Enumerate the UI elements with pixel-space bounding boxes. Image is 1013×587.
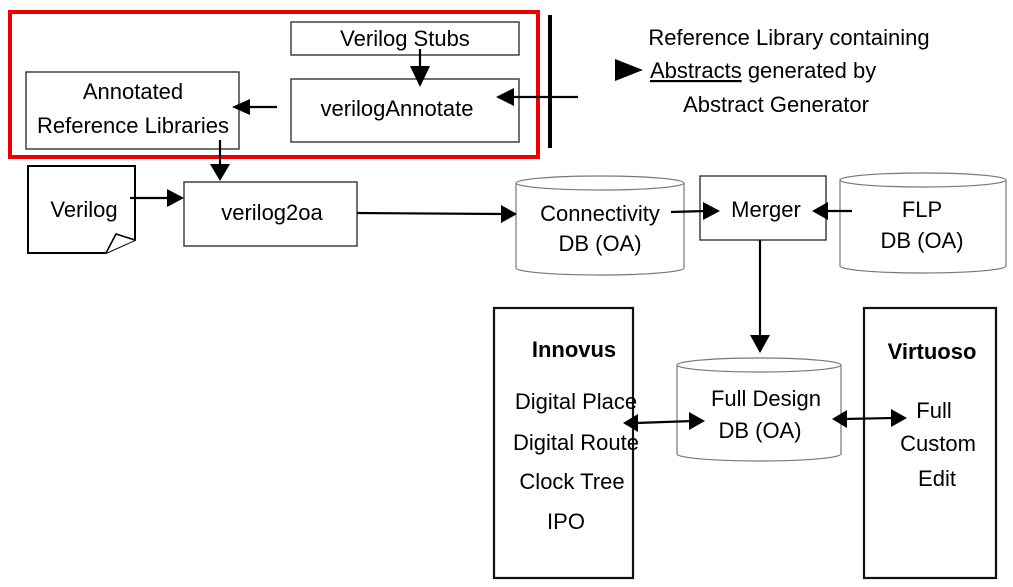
edge-ref-libs-to-verilog2oa — [210, 140, 230, 181]
full-design-db-label-2: DB (OA) — [718, 418, 801, 443]
arrowhead-down — [410, 66, 430, 87]
flp-db-label-2: DB (OA) — [880, 228, 963, 253]
edge-stubs-to-annotate — [410, 49, 430, 87]
highlight-frame — [8, 10, 540, 159]
verilog-stubs-label: Verilog Stubs — [340, 26, 470, 51]
connectivity-db-label-2: DB (OA) — [558, 231, 641, 256]
arrowhead-right — [703, 202, 720, 220]
innovus-node[interactable]: Innovus Digital Place Digital Route Cloc… — [492, 306, 639, 580]
arrowhead-down — [750, 335, 770, 353]
flp-db-node[interactable]: FLP DB (OA) — [839, 172, 1007, 274]
verilog2oa-label: verilog2oa — [221, 200, 323, 225]
annotated-ref-libs-label-2: Reference Libraries — [37, 113, 229, 138]
verilog-label: Verilog — [50, 197, 117, 222]
arrowhead-left — [496, 88, 514, 106]
innovus-item-ipo: IPO — [547, 509, 585, 534]
edge-merger-to-full-design — [750, 240, 770, 353]
reference-note-line2-rest: generated by — [742, 58, 877, 83]
innovus-item-clock-tree: Clock Tree — [519, 469, 624, 494]
verilog-annotate-node[interactable]: verilogAnnotate — [290, 78, 520, 143]
virtuoso-title: Virtuoso — [888, 339, 977, 364]
verilog-stubs-node[interactable]: Verilog Stubs — [290, 21, 520, 56]
edge-verilog2oa-to-connectivity — [356, 205, 517, 223]
arrowhead-right — [689, 412, 705, 430]
innovus-title: Innovus — [532, 337, 616, 362]
innovus-item-digital-place: Digital Place — [515, 389, 637, 414]
connectivity-db-node[interactable]: Connectivity DB (OA) — [515, 175, 685, 276]
edge-verilog-to-verilog2oa — [130, 189, 184, 207]
arrowhead-left — [623, 414, 638, 432]
innovus-item-digital-route: Digital Route — [513, 430, 639, 455]
edge-connectivity-to-merger — [670, 202, 720, 220]
connectivity-db-label-1: Connectivity — [540, 201, 660, 226]
edge-flp-to-merger — [812, 202, 852, 220]
virtuoso-item-full: Full — [916, 398, 951, 423]
edge-innovus-full-design — [623, 412, 705, 432]
edge-annotate-to-ref-libs — [232, 99, 277, 115]
full-design-db-label-1: Full Design — [711, 386, 821, 411]
edge-bus-to-annotate — [496, 88, 578, 106]
annotated-ref-libs-node[interactable]: Annotated Reference Libraries — [25, 71, 240, 150]
abstracts-term: Abstracts — [650, 58, 742, 83]
reference-note-line2: Abstracts generated by — [650, 58, 876, 83]
reference-note-line1: Reference Library containing — [648, 25, 929, 50]
reference-note: Reference Library containing Abstracts g… — [615, 25, 930, 117]
arrowhead-right — [891, 409, 907, 427]
flp-db-label-1: FLP — [902, 197, 942, 222]
arrowhead-left — [232, 99, 250, 115]
edge-full-design-virtuoso — [832, 409, 907, 428]
merger-label: Merger — [731, 197, 801, 222]
arrowhead-right — [501, 205, 517, 223]
right-triangle-icon — [615, 59, 643, 81]
full-design-db-node[interactable]: Full Design DB (OA) — [676, 357, 842, 462]
arrowhead-left — [812, 202, 828, 220]
merger-node[interactable]: Merger — [699, 175, 827, 241]
arrowhead-left — [832, 410, 847, 428]
virtuoso-item-custom: Custom — [900, 431, 976, 456]
arrowhead-right — [167, 189, 184, 207]
annotated-ref-libs-label-1: Annotated — [83, 79, 183, 104]
verilog-document-node[interactable]: Verilog — [27, 165, 136, 254]
page-curl-icon — [105, 233, 136, 254]
verilog2oa-node[interactable]: verilog2oa — [183, 181, 358, 247]
arrowhead-down — [210, 164, 230, 181]
reference-note-line3: Abstract Generator — [683, 92, 869, 117]
virtuoso-item-edit: Edit — [918, 466, 956, 491]
verilog-annotate-label: verilogAnnotate — [321, 96, 474, 121]
virtuoso-node[interactable]: Virtuoso Full Custom Edit — [862, 306, 998, 580]
